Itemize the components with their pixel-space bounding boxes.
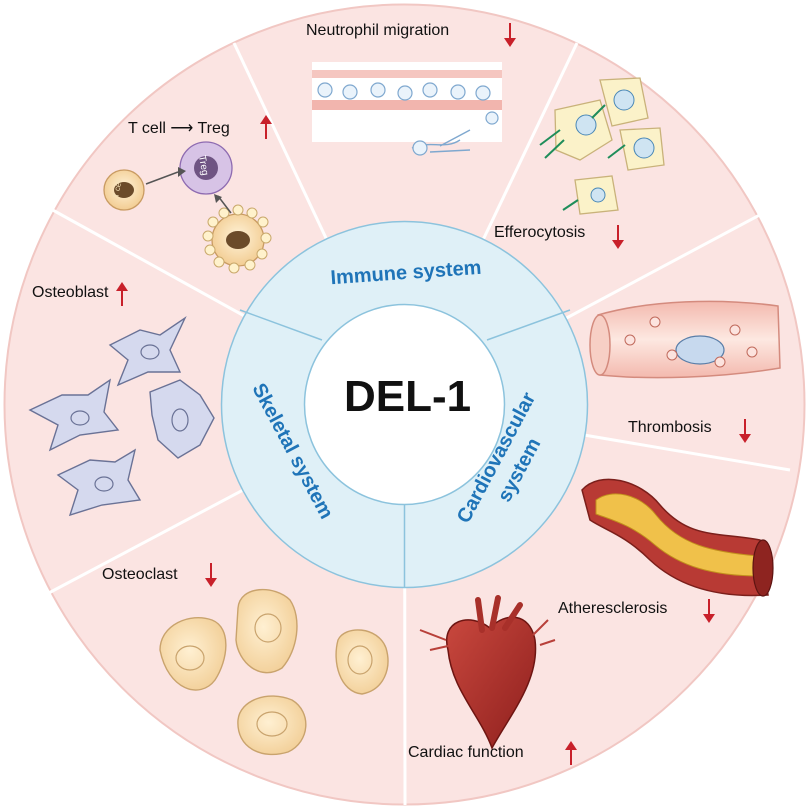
atherosclerosis-illustration [581, 478, 774, 597]
tcell-treg-label: T cell ⟶ Treg [128, 118, 230, 138]
osteoblast-label: Osteoblast [32, 284, 109, 301]
tcell-text: T cell [128, 120, 166, 137]
efferocytosis-label: Efferocytosis [494, 224, 586, 241]
osteoclast-illustration [159, 588, 389, 756]
efferocytosis-down-arrow-icon [612, 225, 624, 249]
tcell-illustration [103, 141, 272, 274]
cardiac-up-arrow-icon [565, 741, 577, 765]
osteoclast-down-arrow-icon [205, 563, 217, 587]
neutrophil-down-arrow-icon [504, 23, 516, 47]
middle-dividers [239, 309, 571, 588]
center-title: DEL-1 [344, 372, 472, 421]
osteoclast-label: Osteoclast [102, 566, 178, 583]
neutrophil-illustration [312, 62, 502, 156]
treg-text: Treg [197, 120, 230, 137]
thrombosis-down-arrow-icon [739, 419, 751, 443]
atheresclerosis-label: Atheresclerosis [558, 600, 668, 617]
neutrophil-migration-label: Neutrophil migration [306, 22, 450, 39]
osteoblast-up-arrow-icon [116, 282, 128, 306]
osteoblast-nuclei [70, 344, 189, 492]
treg-up-arrow-icon [260, 115, 272, 139]
heart-illustration [419, 595, 556, 750]
thrombosis-label: Thrombosis [628, 419, 712, 436]
efferocytosis-illustration [539, 77, 665, 215]
thrombosis-illustration [589, 300, 781, 379]
osteoblast-illustration [28, 315, 215, 517]
center-circle [303, 303, 506, 506]
atheresclerosis-down-arrow-icon [703, 599, 715, 623]
cardiac-function-label: Cardiac function [408, 744, 524, 761]
right-arrow-icon: ⟶ [170, 120, 194, 137]
osteoclast-nuclei [175, 613, 373, 737]
